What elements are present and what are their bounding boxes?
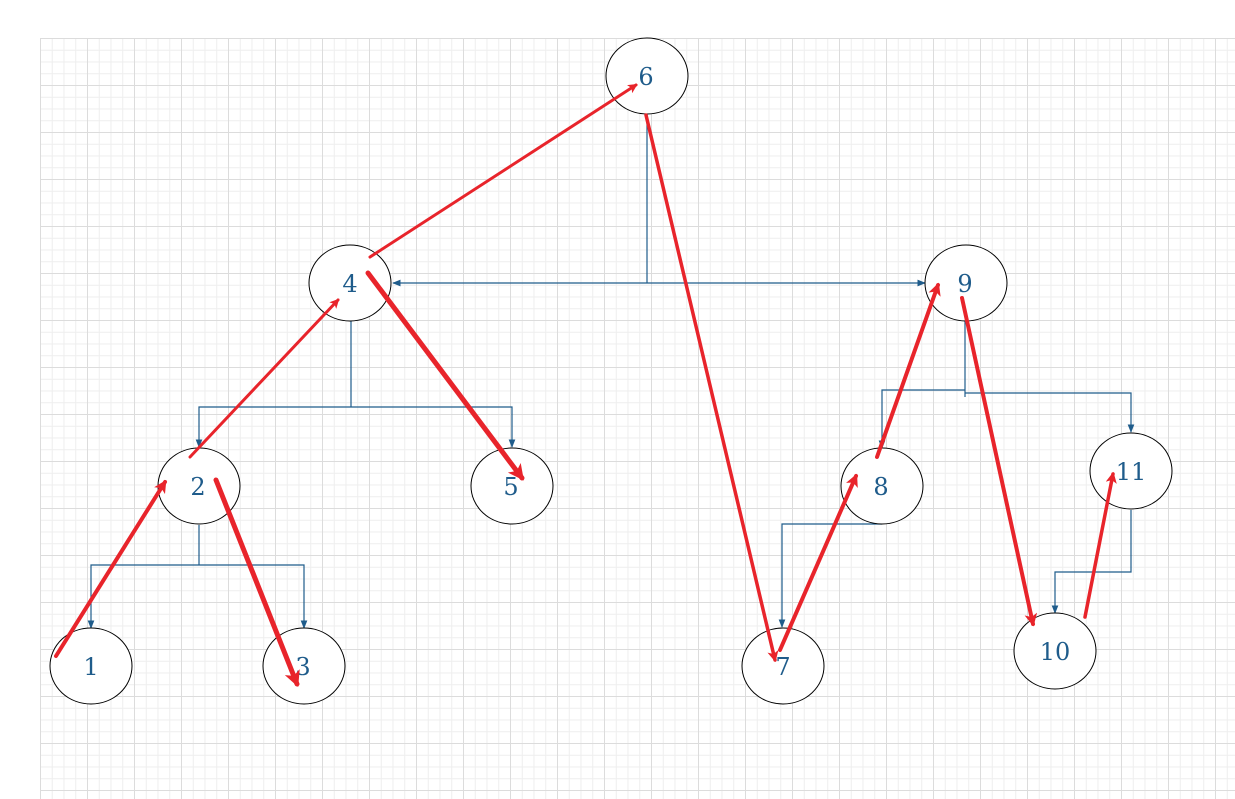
node-label: 5 <box>503 473 518 501</box>
traversal-arrow-2-to-3 <box>213 477 300 687</box>
traversal-arrow-9-to-10 <box>960 296 1038 627</box>
node-7: 7 <box>741 627 825 705</box>
node-9: 9 <box>924 244 1008 322</box>
node-label: 8 <box>873 473 888 501</box>
node-8: 8 <box>840 447 924 525</box>
traversal-arrow-4-to-6 <box>368 83 638 259</box>
connector-4-to-5 <box>351 406 516 448</box>
connector-11-to-10 <box>1051 510 1132 614</box>
node-label: 2 <box>190 473 205 501</box>
traversal-arrow-2-to-4 <box>188 298 340 459</box>
traversal-arrows <box>54 83 1117 687</box>
node-4: 4 <box>308 244 392 322</box>
node-1: 1 <box>49 627 133 705</box>
traversal-arrow-10-to-11 <box>1083 471 1117 619</box>
traversal-arrow-4-to-5 <box>365 270 525 481</box>
connector-9-to-11 <box>965 392 1135 433</box>
connector-8-to-7 <box>778 523 882 628</box>
node-label: 10 <box>1040 638 1071 666</box>
node-label: 6 <box>638 63 653 91</box>
node-10: 10 <box>1013 612 1097 690</box>
node-6: 6 <box>605 37 689 115</box>
connector-2-to-1 <box>87 564 199 629</box>
tree-connectors <box>87 114 1135 629</box>
traversal-arrow-6-to-7 <box>644 113 779 663</box>
tree-nodes: 1 2 3 4 5 6 7 8 <box>49 37 1173 705</box>
traversal-arrow-1-to-2 <box>54 479 167 658</box>
node-5: 5 <box>470 447 554 525</box>
node-label: 9 <box>957 270 972 298</box>
node-3: 3 <box>262 627 346 705</box>
node-label: 3 <box>295 653 310 681</box>
node-11: 11 <box>1089 432 1173 510</box>
traversal-arrow-7-to-8 <box>778 473 858 652</box>
node-label: 1 <box>83 653 98 681</box>
node-label: 11 <box>1116 458 1147 486</box>
connector-9-to-8 <box>878 389 965 449</box>
connector-2-to-3 <box>199 564 308 629</box>
node-label: 4 <box>342 270 357 298</box>
node-label: 7 <box>775 653 790 681</box>
connector-4-to-2 <box>195 406 351 448</box>
grid-background <box>40 38 1235 799</box>
traversal-arrow-8-to-9 <box>875 282 941 459</box>
